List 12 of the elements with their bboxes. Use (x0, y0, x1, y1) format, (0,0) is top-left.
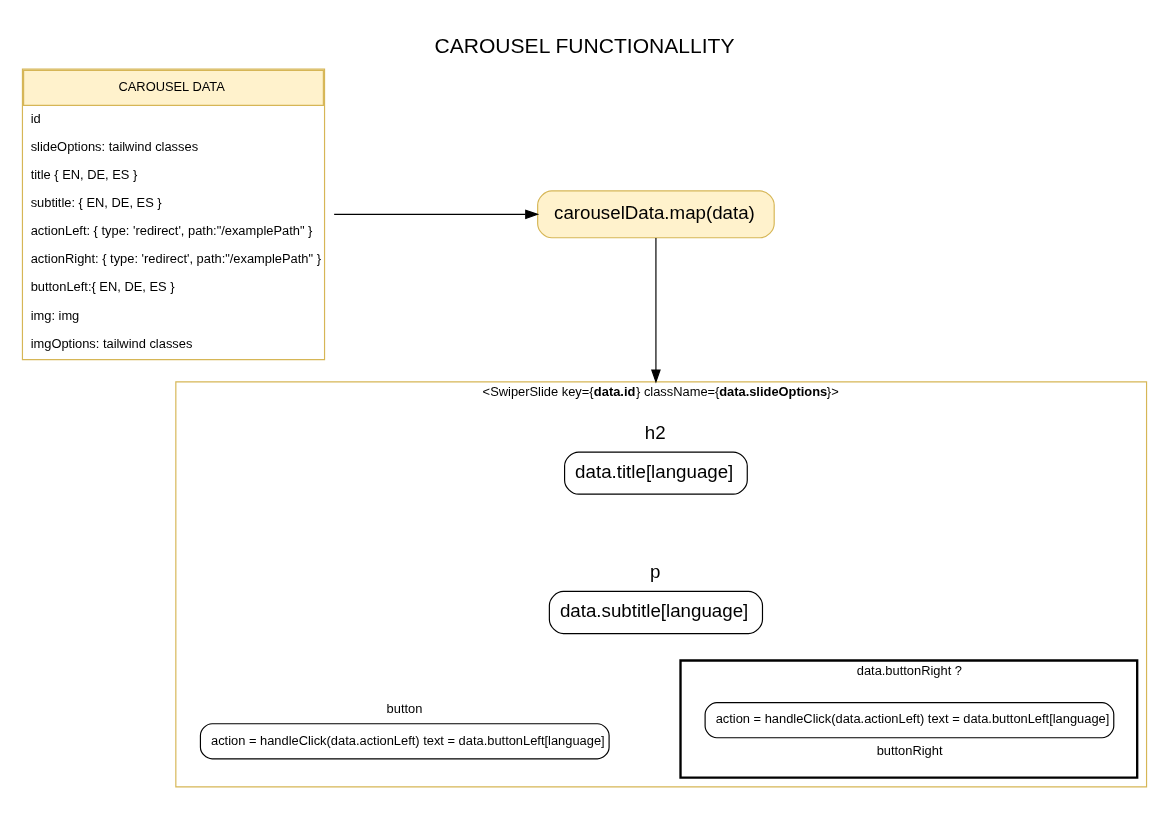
node-box: data.subtitle[language] (548, 590, 764, 634)
node-label: buttonRight (876, 742, 943, 758)
node-box: carouselData.map(data) (537, 189, 775, 238)
node-box: data.title[language] (564, 450, 748, 495)
node-label: h2 (644, 421, 666, 443)
arrow (333, 208, 540, 219)
diagram-title: CAROUSEL FUNCTIONALLITY (434, 33, 735, 57)
node-label: p (650, 560, 661, 582)
node-box: action = handleClick(data.actionLeft) text = data.buttonLeft[language] (199, 722, 610, 759)
node-label: button (386, 700, 423, 716)
arrow (651, 236, 661, 384)
node-box: action = handleClick(data.actionLeft) text = data.buttonLeft[language] (704, 701, 1115, 738)
